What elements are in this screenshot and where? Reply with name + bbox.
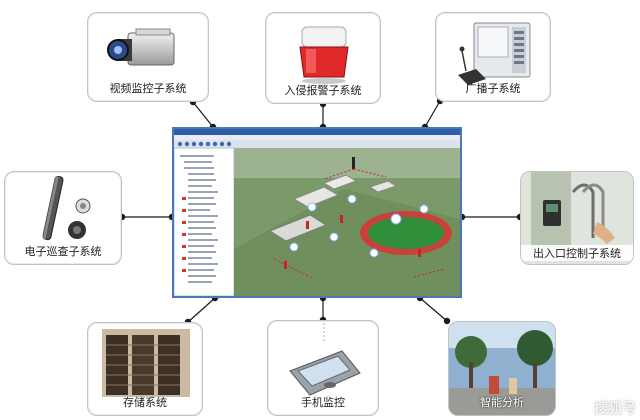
node-label: 出入口控制子系统 [521,245,633,261]
node-label: 电子巡查子系统 [24,245,102,258]
street-scene-icon [449,322,555,415]
node-mobile-monitoring: 手机监控 [267,320,379,416]
link-broadcast [424,100,441,128]
node-video-surveillance: 视频监控子系统 [87,12,209,102]
node-intrusion-alarm: 入侵报警子系统 [265,12,381,104]
link-analytics [419,297,448,322]
pda-icon [289,323,361,396]
server-rack-icon [102,329,190,397]
broadcast-console-icon [458,22,531,85]
node-broadcast: 广播子系统 [435,12,551,102]
node-access-control: 出入口控制子系统 [520,171,634,265]
node-label: 广播子系统 [465,82,521,95]
node-label: 存储系统 [123,396,167,409]
central-management-window [172,127,462,298]
camera-icon [107,28,175,66]
link-video [192,101,214,128]
node-label: 视频监控子系统 [109,82,187,95]
node-storage: 存储系统 [87,322,203,416]
link-storage [187,297,216,323]
watermark: 搜狐号 [594,401,636,417]
campus-map-view [174,129,460,296]
node-electronic-patrol: 电子巡查子系统 [4,171,122,265]
patrol-wand-icon [42,175,91,241]
siren-icon [299,26,349,84]
node-intelligent-analysis: 智能分析 [448,321,556,416]
node-label: 手机监控 [301,396,345,409]
node-label: 入侵报警子系统 [284,84,362,97]
node-label: 智能分析 [480,396,524,409]
